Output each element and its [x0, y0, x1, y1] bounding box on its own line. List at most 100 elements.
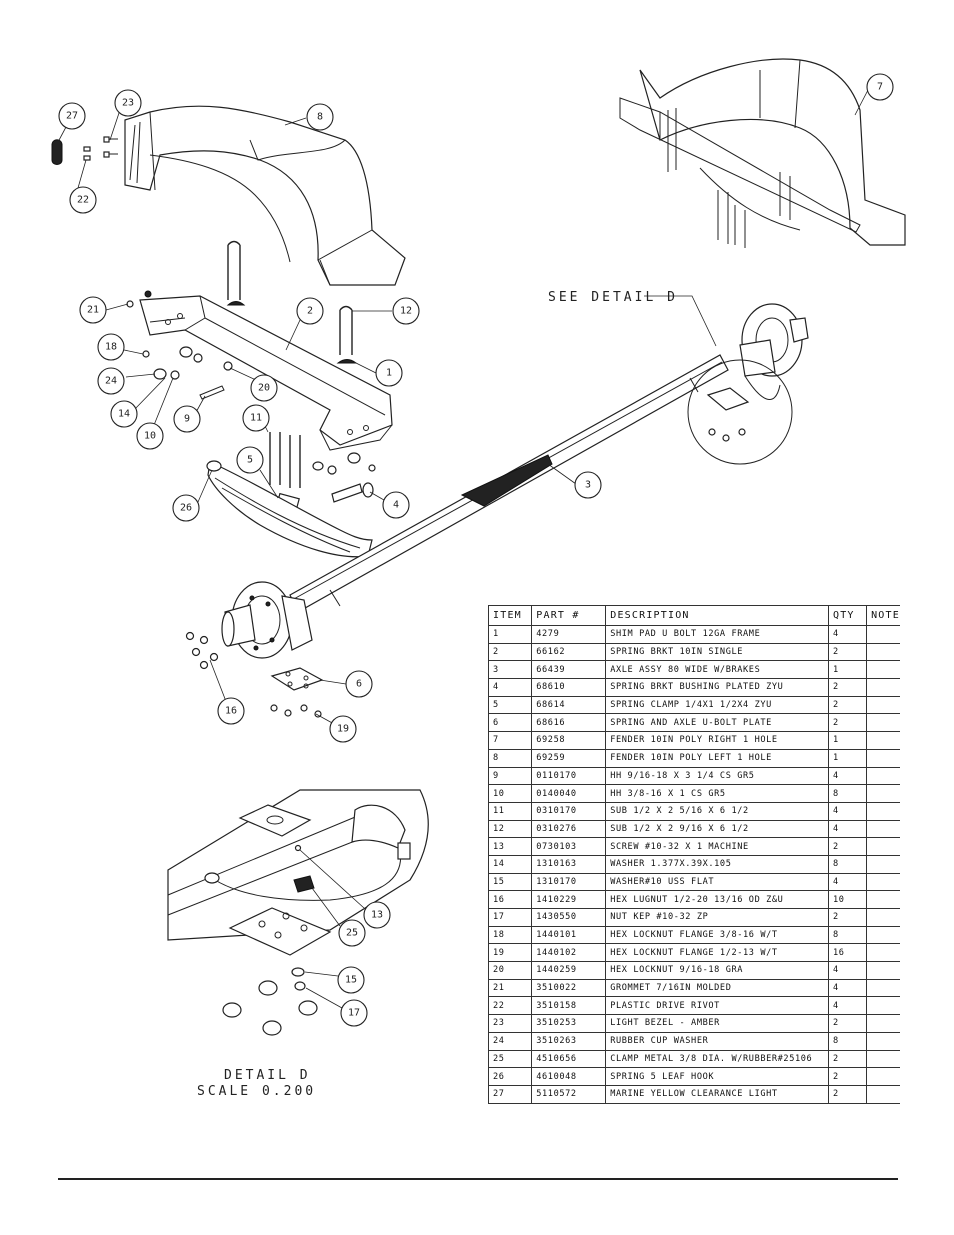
leaf-spring	[206, 460, 373, 558]
callout-20: 20	[250, 374, 278, 402]
cell-part-number: 1440101	[531, 926, 607, 945]
svg-text:9: 9	[184, 414, 190, 425]
cell-description: HH 9/16-18 X 3 1/4 CS GR5	[605, 767, 829, 786]
cell-qty: 2	[828, 713, 868, 733]
callout-2: 2	[296, 297, 324, 325]
cell-description: SPRING AND AXLE U-BOLT PLATE	[605, 713, 829, 733]
cell-item: 14	[487, 855, 533, 874]
cell-note	[866, 979, 900, 998]
callout-25: 25	[338, 919, 366, 947]
svg-text:11: 11	[250, 413, 262, 424]
header-note: NOTE	[866, 605, 900, 626]
svg-text:21: 21	[87, 305, 99, 316]
cell-part-number: 1310170	[531, 873, 607, 892]
cell-qty: 8	[828, 926, 868, 945]
svg-text:23: 23	[122, 98, 134, 109]
cell-description: GROMMET 7/16IN MOLDED	[605, 979, 829, 998]
cell-description: HH 3/8-16 X 1 CS GR5	[605, 784, 829, 803]
svg-text:26: 26	[180, 503, 192, 514]
cell-note	[866, 1050, 900, 1069]
cell-part-number: 3510158	[531, 996, 607, 1016]
cell-description: SPRING 5 LEAF HOOK	[605, 1067, 829, 1086]
cell-qty: 4	[828, 961, 868, 980]
detail-d-circle	[687, 359, 793, 465]
svg-text:2: 2	[307, 306, 313, 317]
cell-qty: 4	[828, 873, 868, 892]
cell-description: SPRING BRKT 10IN SINGLE	[605, 643, 829, 662]
callout-14: 14	[110, 400, 138, 428]
cell-qty: 4	[828, 996, 868, 1016]
lugnuts	[185, 631, 219, 670]
cell-description: SUB 1/2 X 2 9/16 X 6 1/2	[605, 820, 829, 839]
cell-qty: 2	[828, 1085, 868, 1104]
svg-text:6: 6	[356, 679, 362, 690]
cell-description: SPRING CLAMP 1/4X1 1/2X4 ZYU	[605, 696, 829, 715]
cell-qty: 16	[828, 943, 868, 963]
cell-qty: 2	[828, 696, 868, 715]
cell-note	[866, 1067, 900, 1086]
cell-item: 1	[487, 625, 533, 644]
callout-16: 16	[217, 697, 245, 725]
cell-part-number: 5110572	[531, 1085, 607, 1104]
cell-description: HEX LOCKNUT FLANGE 3/8-16 W/T	[605, 926, 829, 945]
spring-bracket-frame	[139, 295, 393, 451]
cell-qty: 4	[828, 625, 868, 644]
cell-item: 3	[487, 660, 533, 680]
svg-text:19: 19	[337, 724, 349, 735]
cell-part-number: 0110170	[531, 767, 607, 786]
cell-item: 23	[487, 1014, 533, 1033]
cell-description: AXLE ASSY 80 WIDE W/BRAKES	[605, 660, 829, 680]
cell-description: PLASTIC DRIVE RIVOT	[605, 996, 829, 1016]
callout-26: 26	[172, 494, 200, 522]
cell-part-number: 1440259	[531, 961, 607, 980]
cell-note	[866, 943, 900, 963]
u-bolts	[226, 240, 358, 488]
cell-note	[866, 855, 900, 874]
svg-text:1: 1	[386, 368, 392, 379]
cell-item: 8	[487, 749, 533, 768]
cell-part-number: 0730103	[531, 837, 607, 856]
cell-qty: 4	[828, 820, 868, 839]
cell-description: HEX LUGNUT 1/2-20 13/16 OD Z&U	[605, 890, 829, 909]
cell-note	[866, 643, 900, 662]
svg-text:27: 27	[66, 111, 78, 122]
parts-list-header: ITEM PART # DESCRIPTION QTY NOTE	[487, 605, 900, 626]
right-hub-and-brake	[739, 303, 809, 400]
cell-note	[866, 820, 900, 839]
cell-description: FENDER 10IN POLY LEFT 1 HOLE	[605, 749, 829, 768]
cell-qty: 10	[828, 890, 868, 909]
cell-part-number: 66439	[531, 660, 607, 680]
cell-description: FENDER 10IN POLY RIGHT 1 HOLE	[605, 731, 829, 750]
cell-item: 19	[487, 943, 533, 963]
cell-part-number: 3510022	[531, 979, 607, 998]
callout-6: 6	[345, 670, 373, 698]
svg-text:22: 22	[77, 195, 89, 206]
callout-18: 18	[97, 333, 125, 361]
cell-item: 24	[487, 1032, 533, 1051]
left-hub-and-brake	[221, 581, 313, 659]
svg-text:10: 10	[144, 431, 156, 442]
cell-description: NUT KEP #10-32 ZP	[605, 908, 829, 927]
cell-item: 7	[487, 731, 533, 750]
svg-text:15: 15	[345, 975, 357, 986]
svg-text:25: 25	[346, 928, 358, 939]
cell-part-number: 0140040	[531, 784, 607, 803]
svg-text:13: 13	[371, 910, 383, 921]
cell-qty: 2	[828, 643, 868, 662]
cell-qty: 8	[828, 784, 868, 803]
cell-part-number: 4279	[531, 625, 607, 644]
cell-part-number: 4510656	[531, 1050, 607, 1069]
cell-part-number: 69258	[531, 731, 607, 750]
cell-part-number: 1310163	[531, 855, 607, 874]
cell-qty: 2	[828, 1067, 868, 1086]
